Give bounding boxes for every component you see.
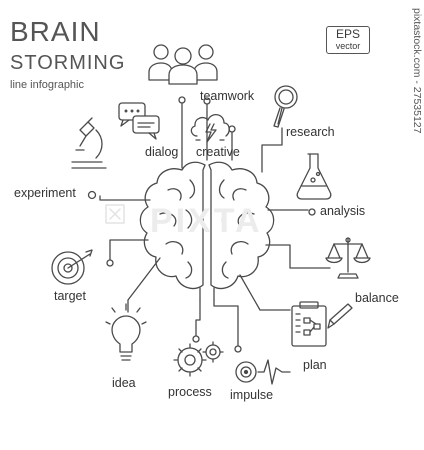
label-teamwork: teamwork (200, 89, 255, 103)
speech-bubbles-icon (118, 102, 160, 140)
microscope-icon (71, 117, 107, 169)
pulse-target-icon (235, 359, 291, 385)
watermark-text: PIXTA (150, 202, 263, 240)
teamwork-icon (148, 44, 218, 85)
lightbulb-icon (105, 303, 147, 361)
cloud-lightning-icon (190, 114, 230, 143)
label-impulse: impulse (230, 388, 274, 402)
scale-icon (325, 237, 371, 279)
magnifier-icon (273, 85, 298, 128)
label-process: process (168, 385, 212, 399)
subtitle: line infographic (10, 79, 84, 91)
gears-icon (173, 341, 224, 377)
watermark-icon (105, 204, 125, 224)
eps-badge: EPS vector (326, 26, 370, 54)
label-balance: balance (355, 291, 399, 305)
label-plan: plan (303, 358, 327, 372)
vector-label: vector (335, 41, 361, 51)
label-dialog: dialog (145, 145, 179, 159)
title-line-1: BRAIN (10, 16, 101, 47)
connector-lines (99, 102, 331, 347)
label-target: target (54, 289, 86, 303)
label-analysis: analysis (320, 204, 366, 218)
target-icon (51, 249, 93, 285)
eps-label: EPS (335, 27, 360, 41)
clipboard-plan-icon (291, 301, 353, 347)
label-idea: idea (112, 376, 136, 390)
label-creative: creative (196, 145, 240, 159)
label-research: research (286, 125, 335, 139)
flask-icon (296, 153, 332, 200)
label-experiment: experiment (14, 186, 76, 200)
title-line-2: STORMING (10, 52, 126, 74)
brain-icon (139, 161, 275, 301)
